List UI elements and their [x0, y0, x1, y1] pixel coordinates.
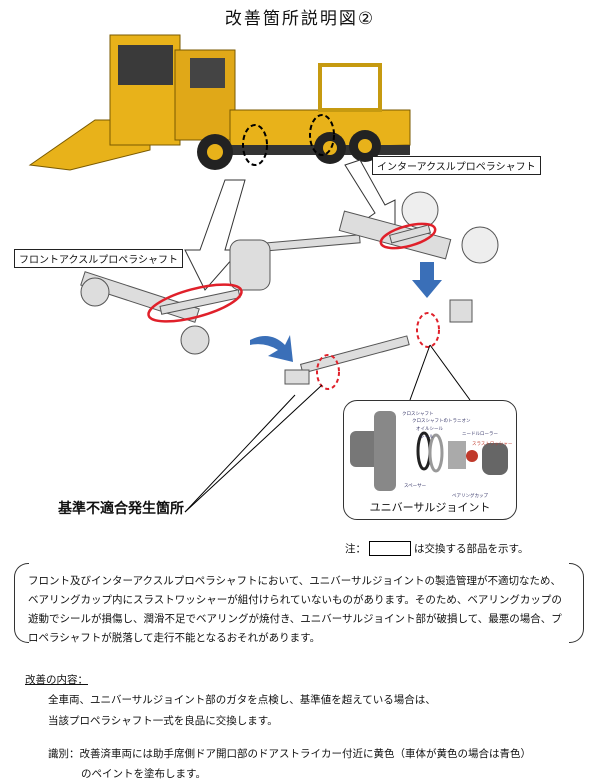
- part-label: オイルシール: [416, 427, 443, 432]
- improvement-text: 全車両、ユニバーサルジョイント部のガタを点検し、基準値を超えている場合は、: [48, 694, 436, 706]
- part-label: スラストワッシャー: [472, 442, 513, 447]
- universal-joint-image: [350, 411, 508, 491]
- part-label: クロスシャフト: [402, 412, 434, 417]
- universal-joint-panel: クロスシャフト クロスシャフトのトラニオン オイルシール シール ニードルローラ…: [343, 400, 517, 520]
- legend-box: [369, 541, 411, 556]
- part-label: クロスシャフトのトラニオン: [412, 419, 471, 424]
- inter-axle-callout: インターアクスルプロペラシャフト: [372, 156, 541, 175]
- note-prefix: 注：: [345, 543, 366, 555]
- part-label: スペーサー: [404, 484, 427, 489]
- description-text: フロント及びインターアクスルプロペラシャフトにおいて、ユニバーサルジョイントの製…: [28, 575, 562, 644]
- part-label: シール: [420, 435, 434, 440]
- identification-text: 識別：改善済車両には助手席側ドア開口部のドアストライカー付近に黄色（車体が黄色の…: [48, 748, 531, 760]
- bracket-left: [14, 563, 29, 643]
- part-label: ベアリングカップ: [452, 494, 488, 499]
- identification-text: のペイントを塗布します。: [81, 768, 206, 780]
- note-suffix: は交換する部品を示す。: [414, 543, 529, 555]
- page-title: 改善箇所説明図②: [224, 9, 376, 29]
- legend-note: 注： は交換する部品を示す。: [345, 541, 528, 556]
- drivetrain-image: [80, 191, 499, 385]
- bracket-right: [569, 563, 584, 643]
- part-label: ニードルローラー: [462, 432, 498, 437]
- improvement-text: 当該プロペラシャフト一式を良品に交換します。: [48, 715, 278, 727]
- description-box: フロント及びインターアクスルプロペラシャフトにおいて、ユニバーサルジョイントの製…: [14, 563, 584, 644]
- truck-image: [28, 34, 411, 171]
- nonconformity-label: 基準不適合発生箇所: [58, 501, 184, 517]
- improvement-heading: 改善の内容：: [25, 674, 88, 686]
- universal-joint-caption: ユニバーサルジョイント: [369, 501, 491, 514]
- front-axle-callout: フロントアクスルプロペラシャフト: [14, 249, 183, 268]
- illustration: [28, 34, 499, 513]
